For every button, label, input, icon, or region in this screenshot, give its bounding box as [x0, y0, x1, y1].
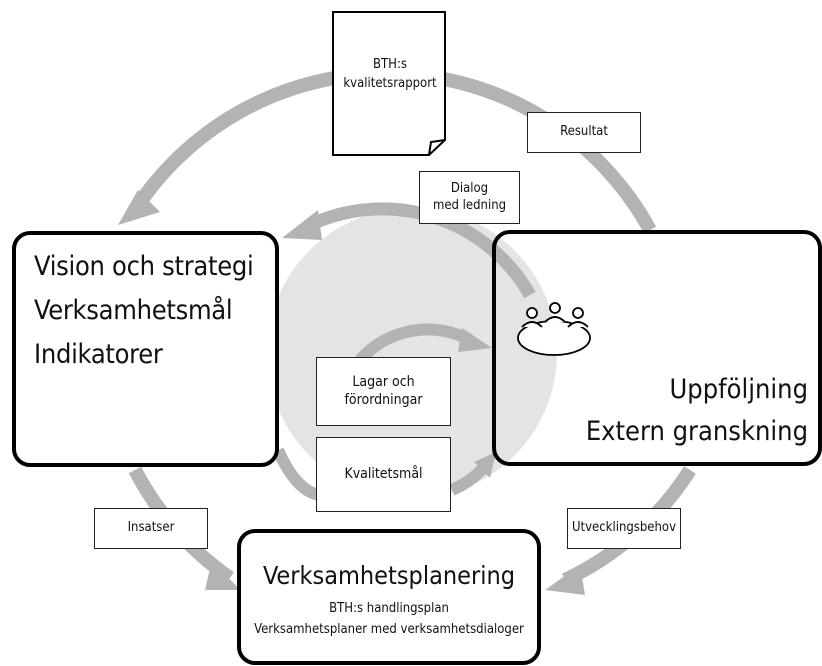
resultat-label: Resultat: [527, 112, 641, 153]
verksamhetsplanering-box: Verksamhetsplanering BTH:s handlingsplan…: [237, 529, 541, 665]
outer-arrowhead-bottom-right: [545, 565, 585, 595]
inner-arc-lagar: [355, 323, 473, 365]
lagar-line1: Lagar och: [352, 374, 415, 390]
lagar-label: Lagar och förordningar: [316, 357, 451, 426]
dialog-line1: Dialog: [450, 181, 489, 197]
utvecklingsbehov-label: Utvecklingsbehov: [567, 508, 681, 549]
planering-title: Verksamhetsplanering: [262, 561, 516, 590]
kvalitetsmal-label: Kvalitetsmål: [316, 437, 451, 512]
utvecklingsbehov-text: Utvecklingsbehov: [571, 520, 676, 536]
planering-sub1: BTH:s handlingsplan: [329, 601, 449, 616]
resultat-text: Resultat: [560, 124, 608, 140]
document-label: BTH:s kvalitetsrapport: [336, 55, 444, 93]
insatser-text: Insatser: [127, 520, 175, 536]
uppfoljning-line1: Uppföljning: [669, 374, 808, 405]
vision-line3: Indikatorer: [34, 339, 163, 370]
lagar-line2: förordningar: [344, 391, 423, 408]
kvalitetsmal-text: Kvalitetsmål: [344, 465, 423, 482]
vision-box: Vision och strategi Verksamhetsmål Indik…: [12, 231, 279, 467]
meeting-table-icon: [517, 302, 591, 356]
inner-arrowhead-lagar: [458, 328, 492, 352]
outer-arrowhead-left: [118, 190, 160, 225]
dialog-label: Dialog med ledning: [419, 171, 520, 224]
vision-line2: Verksamhetsmål: [34, 295, 233, 326]
vision-line1: Vision och strategi: [34, 251, 254, 282]
document-line2: kvalitetsrapport: [343, 76, 437, 91]
outer-arrowhead-bottom-left: [205, 560, 240, 590]
dialog-line2: med ledning: [432, 197, 507, 213]
document-line1: BTH:s: [373, 57, 407, 72]
insatser-label: Insatser: [94, 508, 208, 549]
uppfoljning-box: Uppföljning Extern granskning: [492, 230, 822, 466]
document-icon: [332, 11, 446, 156]
uppfoljning-line2: Extern granskning: [585, 416, 808, 447]
inner-arrowhead-dialog: [282, 210, 322, 240]
inner-arrowhead-kvalitetsmal: [474, 452, 496, 478]
planering-sub2: Verksamhetsplaner med verksamhetsdialoge…: [254, 622, 524, 637]
